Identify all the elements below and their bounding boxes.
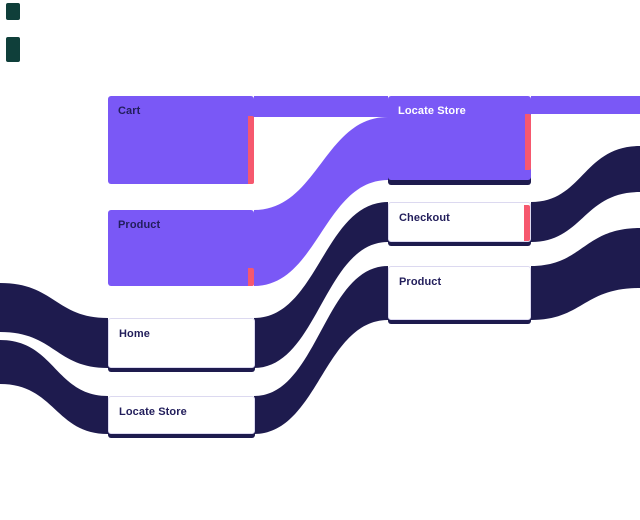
- edge-node-fragment-bottom: [6, 37, 20, 62]
- dropoff-marker-checkout: [524, 205, 530, 241]
- node-cart[interactable]: Cart: [108, 96, 254, 184]
- link-locate-store-to-product[interactable]: [254, 266, 388, 434]
- node-locate-store-right-label: Locate Store: [398, 105, 466, 117]
- link-offscreen-left-to-home[interactable]: [0, 283, 108, 368]
- node-home-label: Home: [119, 328, 150, 340]
- node-locate-store-left[interactable]: Locate Store: [108, 396, 255, 434]
- node-home[interactable]: Home: [108, 318, 255, 368]
- dropoff-marker-cart: [248, 116, 254, 184]
- node-product-right-label: Product: [399, 276, 442, 288]
- node-checkout[interactable]: Checkout: [388, 202, 531, 242]
- link-offscreen-left-to-locate-store[interactable]: [0, 340, 108, 434]
- dropoff-marker-locate-store-right: [525, 114, 531, 170]
- node-product-right[interactable]: Product: [388, 266, 531, 320]
- dropoff-marker-product-left: [248, 268, 254, 286]
- node-checkout-label: Checkout: [399, 212, 450, 224]
- link-home-to-checkout[interactable]: [254, 202, 388, 368]
- node-cart-label: Cart: [118, 105, 141, 117]
- node-locate-store-right[interactable]: Locate Store: [388, 96, 531, 180]
- link-cart-to-locate-store[interactable]: [254, 96, 388, 117]
- node-product-left[interactable]: Product: [108, 210, 254, 286]
- node-product-left-label: Product: [118, 219, 161, 231]
- node-locate-store-left-label: Locate Store: [119, 406, 187, 418]
- link-locate-store-to-offscreen-right[interactable]: [531, 96, 640, 114]
- link-product-to-offscreen-right[interactable]: [531, 228, 640, 320]
- edge-node-fragment-top: [6, 3, 20, 20]
- link-checkout-to-offscreen-right[interactable]: [531, 146, 640, 242]
- link-product-to-locate-store[interactable]: [254, 117, 388, 286]
